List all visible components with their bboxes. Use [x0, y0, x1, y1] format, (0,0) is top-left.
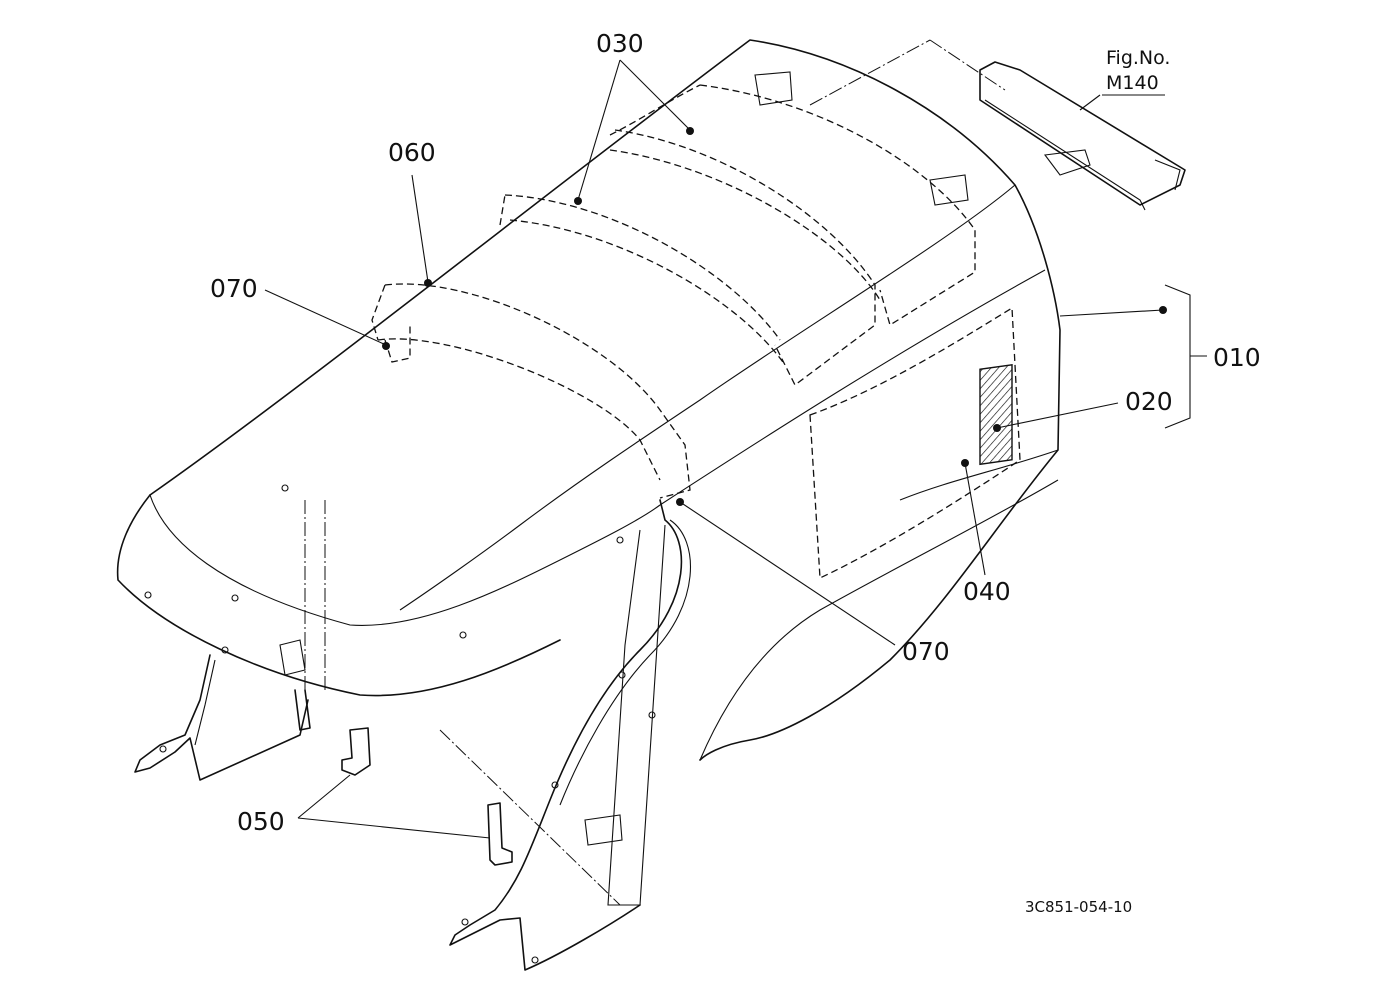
- right-bracket: [439, 499, 692, 971]
- figure-ref-line1: Fig.No.: [1106, 47, 1170, 69]
- callout-070-right: 070: [902, 637, 950, 666]
- rubber-stops: [341, 727, 513, 866]
- callout-070-left: 070: [210, 274, 258, 303]
- figure-ref-line2: M140: [1106, 72, 1159, 94]
- leader-lines: [264, 59, 1207, 839]
- mounting-holes: [144, 484, 656, 964]
- rear-rail: [754, 39, 1186, 211]
- callout-050: 050: [237, 807, 285, 836]
- side-panel-dashed: [809, 306, 1021, 579]
- roof-panels-dashed: [371, 84, 976, 499]
- callout-010: 010: [1213, 343, 1261, 372]
- callout-040: 040: [963, 577, 1011, 606]
- bonnet-body: [116, 39, 1061, 761]
- callout-030: 030: [596, 29, 644, 58]
- callout-labels: 030 060 070 010 020 040 070 050 Fig.No. …: [210, 29, 1261, 916]
- callout-020: 020: [1125, 387, 1173, 416]
- callout-060: 060: [388, 138, 436, 167]
- drawing-code: 3C851-054-10: [1025, 898, 1132, 916]
- left-bracket: [134, 500, 326, 781]
